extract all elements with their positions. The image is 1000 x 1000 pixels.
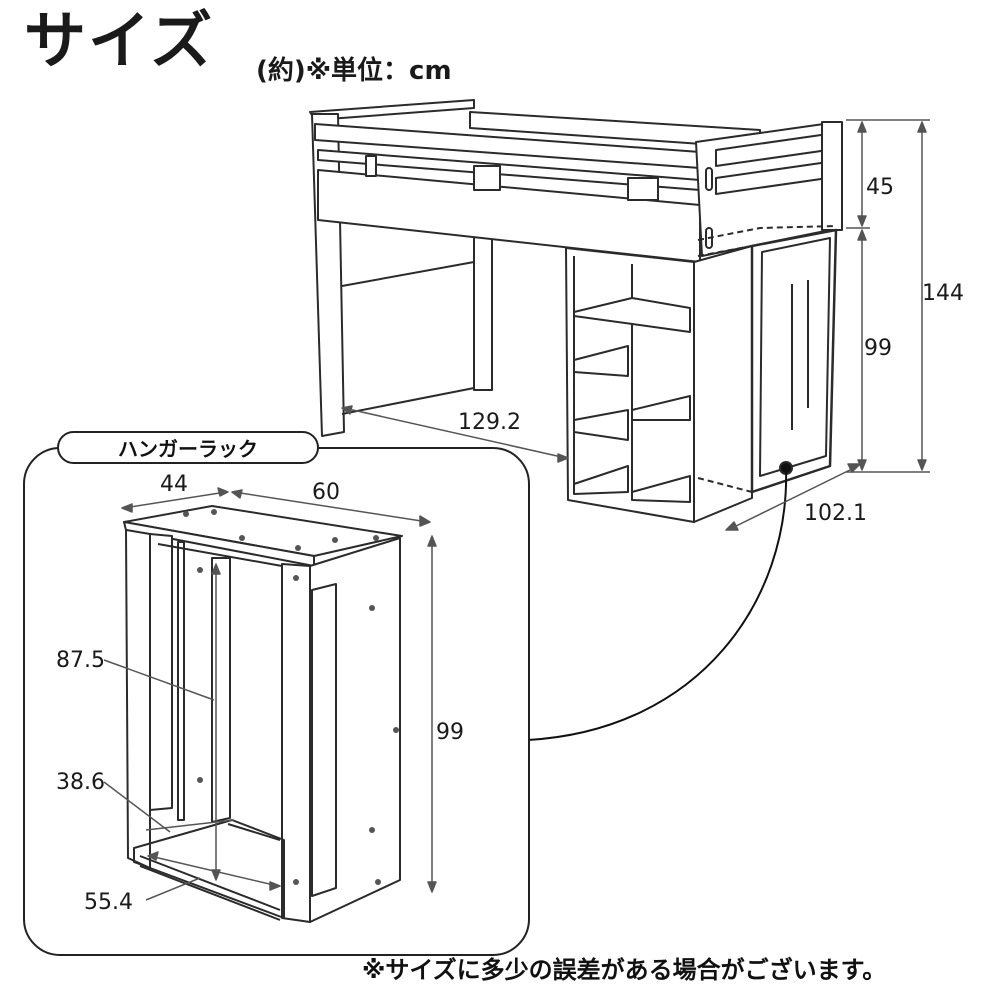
rack-depth-label: 44 <box>160 472 188 497</box>
hanger-rack-tag: ハンガーラック <box>57 431 319 464</box>
guard-height-label: 45 <box>866 175 894 200</box>
loft-bed <box>309 99 843 741</box>
rack-height-label: 99 <box>436 720 464 745</box>
inner-width-label: 129.2 <box>458 410 521 435</box>
bed-dimension-lines <box>341 119 930 531</box>
under-height-label: 99 <box>864 336 892 361</box>
page-title: サイズ <box>24 4 215 77</box>
rack-width-label: 60 <box>312 480 340 505</box>
rack-inner-depth-label: 38.6 <box>56 770 105 795</box>
footnote: ※サイズに多少の誤差がある場合がございます。 <box>362 956 887 984</box>
depth-label: 102.1 <box>804 501 867 526</box>
rack-inner-height-label: 87.5 <box>56 648 105 673</box>
hanger-rack-drawing <box>123 505 403 923</box>
total-height-label: 144 <box>922 281 964 306</box>
rack-inner-width-label: 55.4 <box>84 890 133 915</box>
unit-label: (約)※単位：cm <box>256 56 452 86</box>
rack-dimension-lines <box>103 487 437 901</box>
